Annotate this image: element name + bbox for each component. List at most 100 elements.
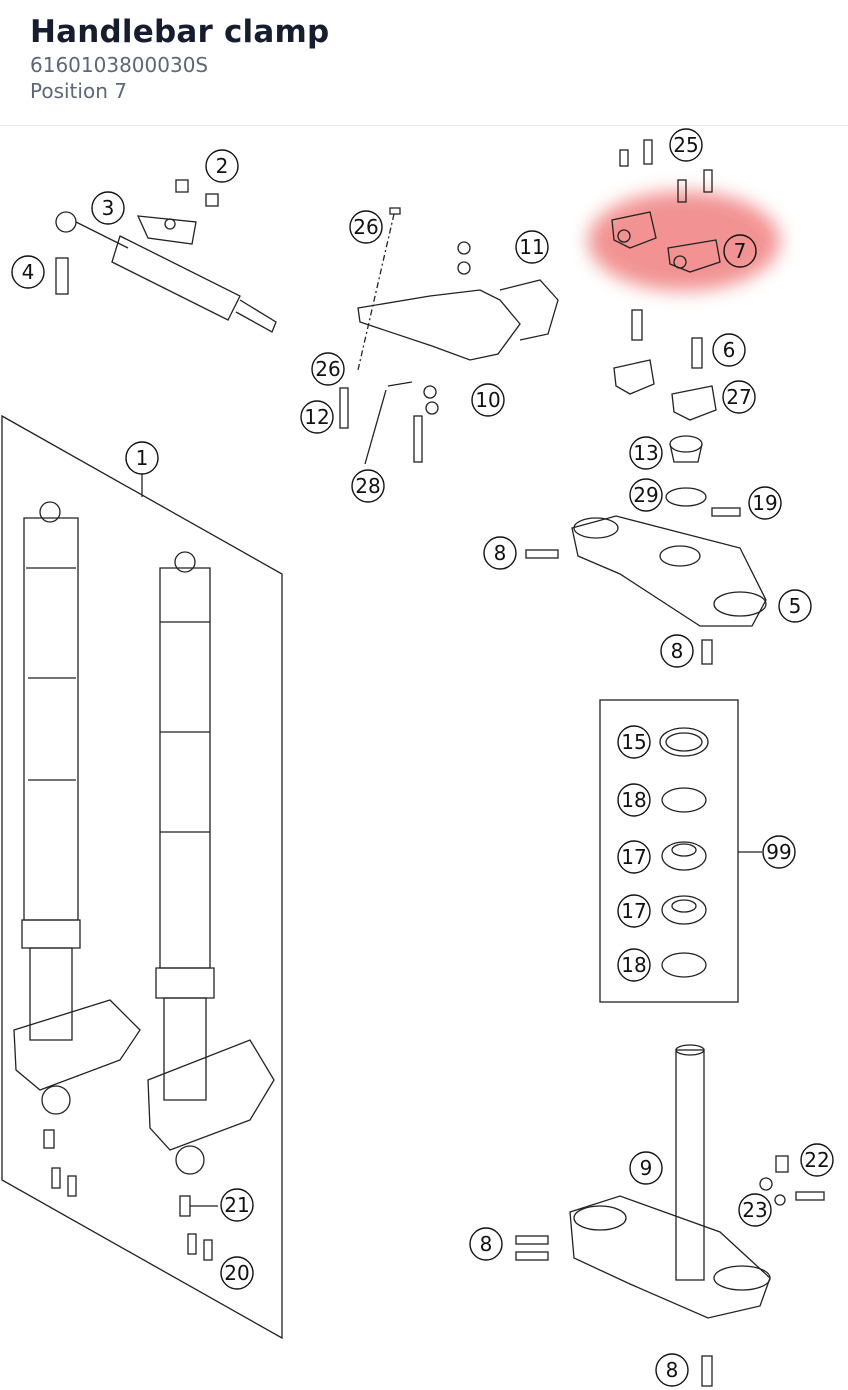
callout-number: 28 <box>355 474 380 498</box>
callout-circle <box>349 210 383 244</box>
callout-circle <box>617 725 651 759</box>
callout-number: 29 <box>633 483 658 507</box>
fork-kit-panel <box>1 414 283 1340</box>
steering-damper <box>55 179 277 333</box>
callout-number: 8 <box>666 1358 679 1382</box>
callout-29[interactable]: 29 <box>629 478 663 512</box>
callout-11[interactable]: 11 <box>515 230 549 264</box>
lower-triple-clamp <box>515 1044 825 1387</box>
upper-triple-clamp <box>525 515 767 665</box>
callout-circle <box>655 1353 689 1387</box>
callout-8[interactable]: 8 <box>483 536 517 570</box>
callout-17[interactable]: 17 <box>617 894 651 928</box>
handlebar-clamp-lower <box>613 309 717 421</box>
callout-circle <box>778 589 812 623</box>
callout-number: 15 <box>621 730 646 754</box>
callout-number: 26 <box>353 215 378 239</box>
callout-circle <box>300 400 334 434</box>
handlebar-clamp-upper <box>611 139 721 273</box>
callout-circle <box>617 840 651 874</box>
callout-22[interactable]: 22 <box>800 1143 834 1177</box>
callout-13[interactable]: 13 <box>629 436 663 470</box>
callout-circle <box>617 783 651 817</box>
page-header: Handlebar clamp 6160103800030S Position … <box>0 0 848 126</box>
callout-circle <box>629 436 663 470</box>
callout-circle <box>205 149 239 183</box>
callout-number: 3 <box>102 196 115 220</box>
callout-circle <box>712 333 746 367</box>
callout-circle <box>471 383 505 417</box>
callout-circle <box>748 486 782 520</box>
callout-number: 26 <box>315 357 340 381</box>
callout-3[interactable]: 3 <box>91 191 125 225</box>
callout-number: 4 <box>22 260 35 284</box>
callout-circle <box>515 230 549 264</box>
callout-12[interactable]: 12 <box>300 400 334 434</box>
callout-8[interactable]: 8 <box>469 1227 503 1261</box>
callout-17[interactable]: 17 <box>617 840 651 874</box>
callout-number: 8 <box>494 541 507 565</box>
callout-21[interactable]: 21 <box>220 1188 254 1222</box>
bushing-and-washer <box>665 435 741 517</box>
callout-number: 6 <box>723 338 736 362</box>
callout-8[interactable]: 8 <box>660 634 694 668</box>
callout-circle <box>723 234 757 268</box>
callout-28[interactable]: 28 <box>351 469 385 503</box>
callout-19[interactable]: 19 <box>748 486 782 520</box>
callout-number: 12 <box>304 405 329 429</box>
callout-number: 13 <box>633 441 658 465</box>
callout-99[interactable]: 99 <box>762 835 796 869</box>
callout-9[interactable]: 9 <box>629 1151 663 1185</box>
page-title: Handlebar clamp <box>30 14 330 50</box>
callout-number: 21 <box>224 1193 249 1217</box>
part-number: 6160103800030S <box>30 53 209 77</box>
callout-circle <box>722 380 756 414</box>
callout-23[interactable]: 23 <box>738 1193 772 1227</box>
callout-circle <box>469 1227 503 1261</box>
handlebar-cover <box>339 207 559 465</box>
callout-number: 99 <box>766 840 791 864</box>
callout-10[interactable]: 10 <box>471 383 505 417</box>
callout-number: 25 <box>673 133 698 157</box>
callout-4[interactable]: 4 <box>11 255 45 289</box>
callout-7[interactable]: 7 <box>723 234 757 268</box>
callout-circle <box>91 191 125 225</box>
callout-number: 1 <box>136 446 149 470</box>
callout-circle <box>762 835 796 869</box>
callout-number: 2 <box>216 154 229 178</box>
callout-circle <box>220 1188 254 1222</box>
callout-26[interactable]: 26 <box>311 352 345 386</box>
callout-number: 11 <box>519 235 544 259</box>
callout-6[interactable]: 6 <box>712 333 746 367</box>
callout-5[interactable]: 5 <box>778 589 812 623</box>
callout-circle <box>617 948 651 982</box>
callout-number: 18 <box>621 788 646 812</box>
callout-27[interactable]: 27 <box>722 380 756 414</box>
callout-number: 18 <box>621 953 646 977</box>
callout-2[interactable]: 2 <box>205 149 239 183</box>
callout-number: 5 <box>789 594 802 618</box>
exploded-parts-diagram: 1234567888891011121315171718181920212223… <box>1 128 834 1387</box>
callout-8[interactable]: 8 <box>655 1353 689 1387</box>
callout-number: 8 <box>671 639 684 663</box>
callout-number: 23 <box>742 1198 767 1222</box>
callout-circle <box>220 1256 254 1290</box>
callout-number: 22 <box>804 1148 829 1172</box>
callout-number: 20 <box>224 1261 249 1285</box>
callout-26[interactable]: 26 <box>349 210 383 244</box>
callout-circle <box>11 255 45 289</box>
callout-number: 17 <box>621 845 646 869</box>
callout-20[interactable]: 20 <box>220 1256 254 1290</box>
callout-number: 9 <box>640 1156 653 1180</box>
callout-circle <box>800 1143 834 1177</box>
callout-circle <box>125 441 159 475</box>
callout-18[interactable]: 18 <box>617 783 651 817</box>
callout-1[interactable]: 1 <box>125 441 159 475</box>
callout-circle <box>617 894 651 928</box>
selected-part-highlight <box>588 191 780 291</box>
callout-25[interactable]: 25 <box>669 128 703 162</box>
callout-number: 17 <box>621 899 646 923</box>
callout-18[interactable]: 18 <box>617 948 651 982</box>
callout-number: 8 <box>480 1232 493 1256</box>
callout-15[interactable]: 15 <box>617 725 651 759</box>
